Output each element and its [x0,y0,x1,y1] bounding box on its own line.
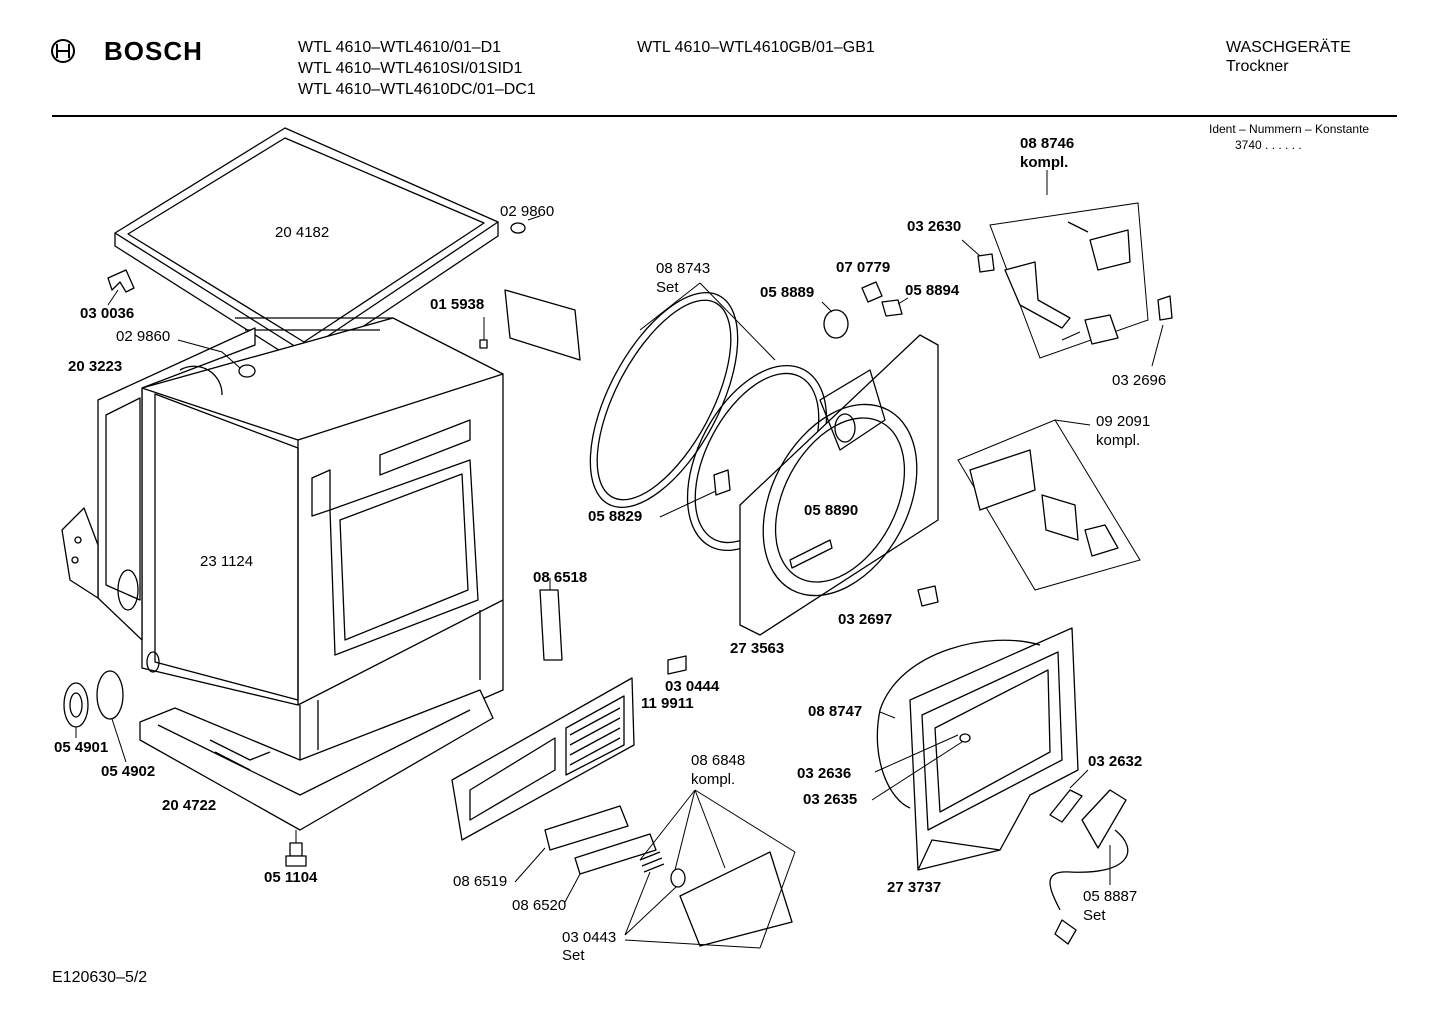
part-label-032636: 03 2636 [797,765,852,782]
bracket-plate-part [504,289,581,361]
part-label-030443-set: Set [562,947,585,964]
door-flap-part [679,851,793,947]
cover-disc-part [96,670,124,720]
part-label-092091: 09 2091 [1096,413,1151,430]
part-label-088743: 08 8743 [656,260,711,277]
part-label-088747: 08 8747 [808,703,863,720]
model-line-3: WTL 4610–WTL4610DC/01–DC1 [298,81,536,98]
part-label-204182: 20 4182 [275,224,330,241]
part-label-032696: 03 2696 [1112,372,1167,389]
part-label-030443: 03 0443 [562,929,617,946]
base-plate-part [139,689,494,831]
switch-assembly-outline [957,419,1141,591]
part-label-032632: 03 2632 [1088,753,1143,770]
part-label-029860-top: 02 9860 [500,203,555,220]
latch-assembly-outline [989,202,1149,359]
part-label-054901: 05 4901 [54,739,109,756]
clip-part [107,269,135,293]
part-label-086848: 08 6848 [691,752,746,769]
part-label-015938: 01 5938 [430,296,485,313]
back-panel-part [61,327,256,641]
header-divider [52,115,1397,117]
part-label-231124: 23 1124 [200,553,254,570]
handle-insert-part [574,833,657,875]
ident-value: 3740 . . . . . . [1235,138,1302,152]
switch-bracket-part [539,589,563,661]
part-label-203223: 20 3223 [68,358,123,375]
control-panel-part [451,677,635,841]
cap-part [238,364,256,378]
part-label-029860: 02 9860 [116,328,171,345]
part-label-032697: 03 2697 [838,611,893,628]
foot-part [285,830,307,867]
part-label-086520: 08 6520 [512,897,567,914]
part-label-119911: 11 9911 [641,695,694,712]
part-label-054902: 05 4902 [101,763,156,780]
part-label-051104: 05 1104 [264,869,318,886]
ident-label: Ident – Nummern – Konstante [1209,122,1370,136]
part-label-092091-kompl: kompl. [1096,432,1141,449]
part-label-088746: 08 8746 [1020,135,1075,152]
part-label-058829: 05 8829 [588,508,643,525]
category: WASCHGERÄTE [1226,39,1351,56]
part-label-030036: 03 0036 [80,305,135,322]
part-label-086519: 08 6519 [453,873,508,890]
part-label-058894: 05 8894 [905,282,960,299]
part-label-058890: 05 8890 [804,502,859,519]
part-label-088743-set: Set [656,279,679,296]
brand-name: BOSCH [104,36,203,66]
subcategory: Trockner [1226,58,1289,75]
model-line-1: WTL 4610–WTL4610/01–D1 [298,39,502,56]
model-line-2: WTL 4610–WTL4610SI/01SID1 [298,60,523,77]
part-label-088746-kompl: kompl. [1020,154,1069,171]
part-label-058889: 05 8889 [760,284,815,301]
document-id: E120630–5/2 [52,969,148,986]
part-label-204722: 20 4722 [162,797,217,814]
part-label-032635: 03 2635 [803,791,858,808]
part-label-058887: 05 8887 [1083,888,1138,905]
part-label-058887-set: Set [1083,907,1106,924]
seal-ring-part [63,682,89,728]
cabinet-housing-part [141,317,504,779]
part-label-086518: 08 6518 [533,569,588,586]
part-label-070779: 07 0779 [836,259,891,276]
handle-frame-part [544,805,629,851]
door-ring-part [909,627,1079,871]
part-label-086848-kompl: kompl. [691,771,736,788]
model-center: WTL 4610–WTL4610GB/01–GB1 [637,39,875,56]
part-label-032630: 03 2630 [907,218,962,235]
part-label-273563: 27 3563 [730,640,785,657]
front-panel-part [739,334,939,636]
part-label-273737: 27 3737 [887,879,942,896]
part-label-030444: 03 0444 [665,678,720,695]
